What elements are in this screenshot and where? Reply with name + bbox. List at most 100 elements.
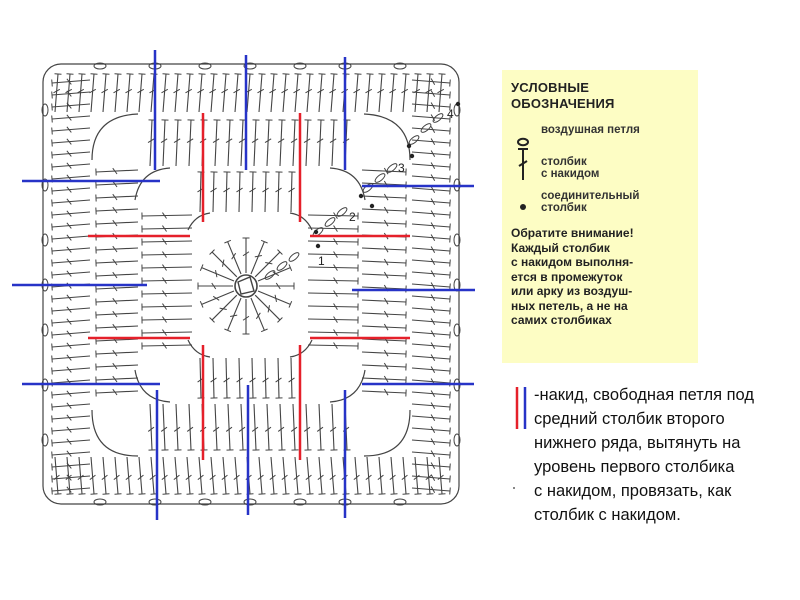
double-crochet-stitch — [290, 403, 299, 451]
double-crochet-stitch — [361, 362, 407, 371]
double-crochet-stitch — [209, 73, 218, 113]
double-crochet-stitch — [186, 119, 195, 167]
double-crochet-stitch — [233, 73, 242, 113]
double-crochet-stitch — [377, 73, 386, 113]
double-crochet-stitch — [316, 119, 325, 167]
double-crochet-stitch — [401, 456, 410, 495]
double-crochet-stitch — [269, 456, 278, 495]
double-crochet-stitch — [401, 73, 410, 113]
double-crochet-stitch — [411, 90, 451, 99]
double-crochet-stitch — [303, 119, 312, 167]
double-crochet-stitch — [262, 171, 270, 213]
double-crochet-stitch — [353, 73, 362, 113]
double-crochet-stitch — [307, 238, 359, 246]
double-crochet-stitch — [361, 375, 407, 384]
double-crochet-stitch — [95, 362, 139, 371]
chain-stitch — [41, 433, 49, 447]
double-crochet-stitch — [411, 222, 451, 231]
double-crochet-stitch — [411, 486, 451, 495]
double-crochet-stitch — [411, 234, 451, 243]
double-crochet-stitch — [411, 354, 451, 363]
chain-arc — [134, 167, 171, 201]
double-crochet-stitch — [51, 438, 91, 447]
double-crochet-stitch — [51, 114, 91, 123]
colored-stitch-lines — [12, 50, 475, 520]
double-crochet-stitch — [221, 456, 230, 495]
double-crochet-stitch — [77, 456, 86, 495]
double-crochet-stitch — [259, 282, 295, 290]
slip-stitch — [358, 193, 364, 199]
legend-item-slip-stitch: соединительный столбик — [511, 190, 690, 220]
double-crochet-stitch — [307, 329, 359, 337]
double-crochet-stitch — [51, 342, 91, 351]
row-number-label: 3 — [398, 161, 405, 175]
slip-stitch — [315, 243, 321, 249]
chain-stitch — [276, 261, 288, 271]
double-crochet-stitch — [411, 78, 451, 87]
double-crochet-stitch — [173, 119, 182, 167]
double-crochet-stitch — [223, 357, 231, 399]
double-crochet-stitch — [361, 206, 407, 215]
double-crochet-stitch — [307, 290, 359, 298]
double-crochet-stitch — [264, 119, 273, 167]
double-crochet-stitch — [411, 294, 451, 303]
chain-stitch-icon — [517, 137, 529, 147]
double-crochet-stitch — [389, 456, 398, 495]
double-crochet-stitch — [307, 251, 359, 259]
chain-arc — [289, 339, 313, 358]
double-crochet-stitch — [51, 426, 91, 435]
double-crochet-stitch — [51, 78, 91, 87]
double-crochet-stitch — [89, 73, 98, 113]
double-crochet-stitch — [51, 102, 91, 111]
double-crochet-stitch — [411, 198, 451, 207]
double-crochet-stitch — [317, 73, 326, 113]
double-crochet-stitch — [212, 403, 221, 451]
chain-stitch — [374, 173, 386, 183]
double-crochet-stitch — [199, 290, 235, 308]
chain-arc — [91, 113, 139, 161]
double-crochet-stitch — [411, 258, 451, 267]
double-crochet-stitch — [95, 219, 139, 228]
legend-item-chain-stitch: воздушная петля — [511, 124, 690, 147]
double-crochet-stitch — [411, 426, 451, 435]
double-crochet-stitch — [101, 73, 110, 113]
double-crochet-stitch — [411, 270, 451, 279]
chain-arc — [363, 113, 411, 161]
double-crochet-stitch — [303, 403, 312, 451]
double-crochet-icon — [518, 148, 528, 180]
chain-stitch — [362, 183, 374, 193]
double-crochet-stitch — [95, 388, 139, 397]
double-crochet-stitch — [137, 73, 146, 113]
double-crochet-stitch — [411, 390, 451, 399]
double-crochet-stitch — [275, 357, 283, 399]
double-crochet-stitch — [365, 73, 374, 113]
double-crochet-stitch — [51, 390, 91, 399]
double-crochet-stitch — [160, 119, 169, 167]
double-crochet-stitch — [173, 456, 182, 495]
chain-stitch — [293, 62, 307, 70]
double-crochet-stitch — [209, 456, 218, 495]
chain-stitch — [386, 163, 398, 173]
chain-stitch — [453, 433, 461, 447]
double-crochet-stitch — [411, 186, 451, 195]
double-crochet-stitch — [51, 306, 91, 315]
legend-item-label: столбик с накидом — [541, 156, 600, 180]
double-crochet-stitch — [305, 73, 314, 113]
red-blue-lines-icon — [515, 387, 527, 429]
double-crochet-stitch — [411, 318, 451, 327]
chain-arc — [329, 369, 366, 403]
double-crochet-stitch — [95, 245, 139, 254]
double-crochet-stitch — [141, 264, 193, 272]
double-crochet-stitch — [95, 284, 139, 293]
double-crochet-stitch — [329, 73, 338, 113]
double-crochet-stitch — [262, 357, 270, 399]
double-crochet-stitch — [257, 73, 266, 113]
double-crochet-stitch — [411, 210, 451, 219]
double-crochet-stitch — [197, 73, 206, 113]
chain-stitch — [324, 217, 336, 227]
double-crochet-stitch — [51, 270, 91, 279]
chain-stitch — [243, 498, 257, 506]
double-crochet-stitch — [290, 119, 299, 167]
double-crochet-stitch — [275, 171, 283, 213]
